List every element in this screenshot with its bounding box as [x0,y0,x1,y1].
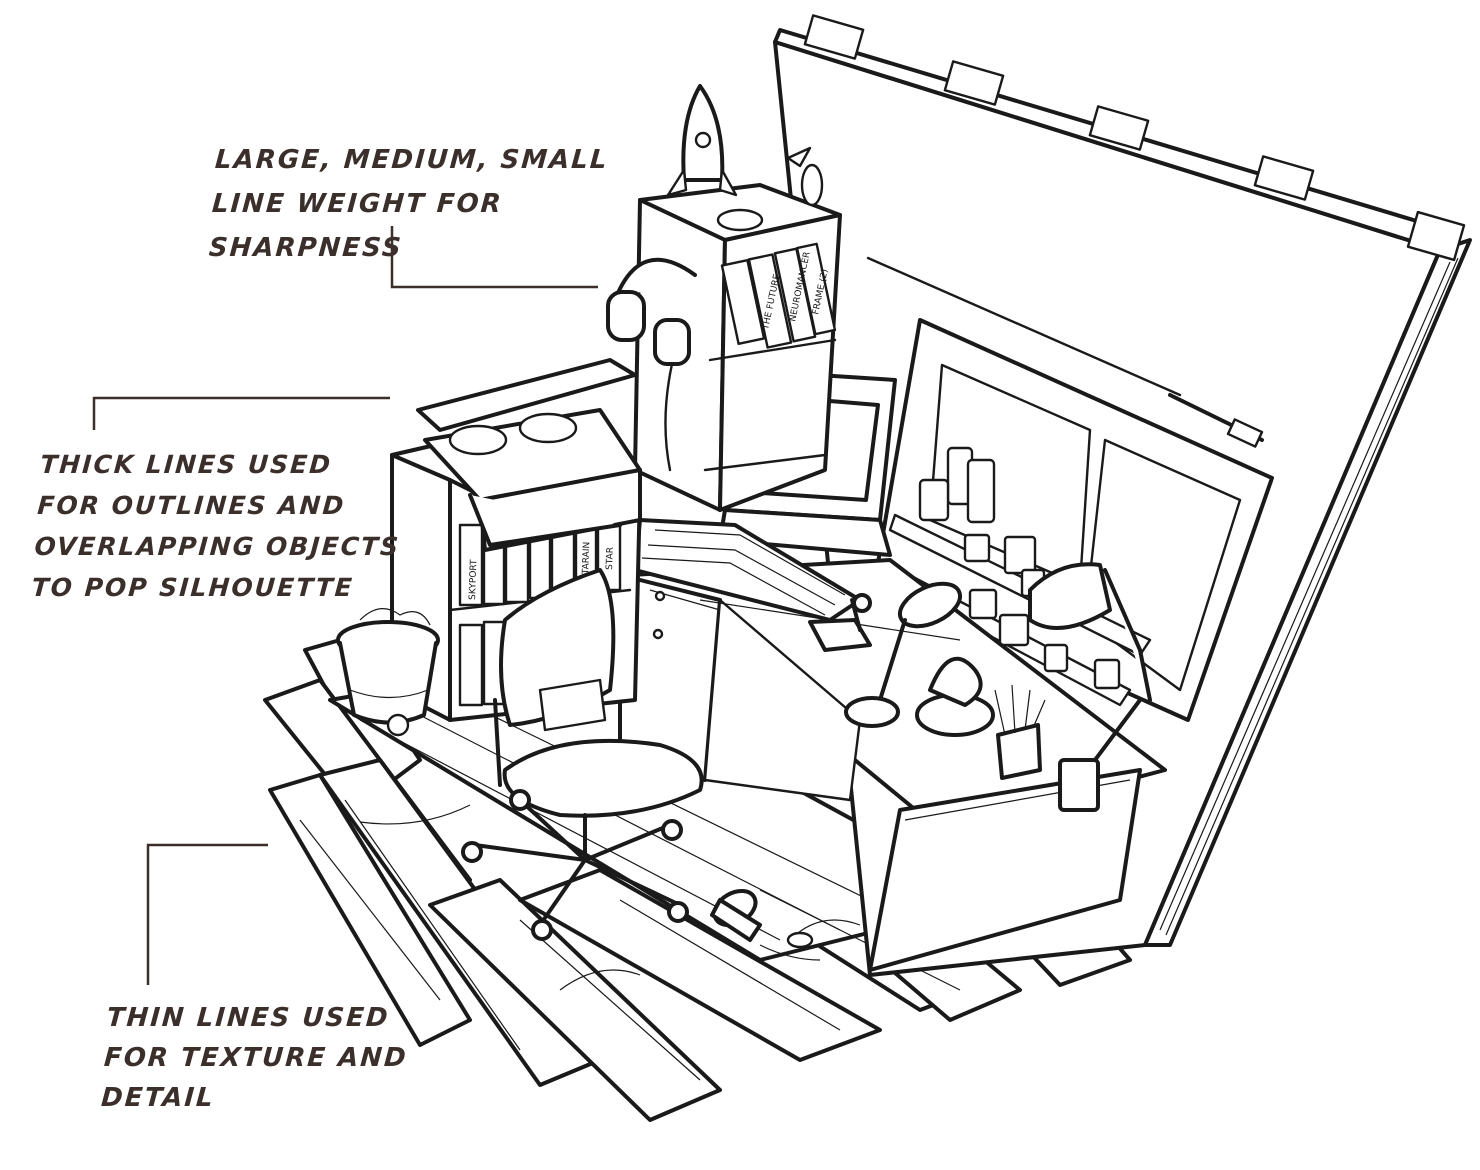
headphones [606,257,697,472]
small-figures [716,146,824,232]
annotation-line: for texture and [102,1043,409,1073]
leader-thin-lines [146,843,268,985]
tall-bookshelf: THE FUTURE NEUROMANCER FRAME (2) [633,183,842,512]
spilled-paint-pot [710,888,821,961]
annotation-line: detail [100,1083,216,1113]
brush-cup [994,684,1046,780]
magnifier-lamp [844,581,962,728]
rocket-toy [666,84,738,197]
book-spine-starain: STARAIN [581,542,592,580]
annotation-line: to pop silhouette [30,573,355,602]
annotation-line: Thick lines used [39,450,334,479]
leader-thick-lines [92,396,390,430]
desk-lamp [1028,562,1152,812]
figurine [915,656,995,737]
book-spine-skyport: SKYPORT [468,559,479,600]
annotation-thick-lines: Thick lines used for outlines and overla… [30,444,407,608]
book-spine-star: STAR [605,547,616,570]
annotation-line: line weight for [210,189,504,219]
annotation-line: Thin lines used [105,1003,391,1033]
annotation-thin-lines: Thin lines used for texture and detail [100,998,412,1118]
tape-deck [416,358,642,552]
annotation-line: Large, Medium, Small [214,145,610,175]
leader-line-weight [390,226,598,289]
annotation-line: for outlines and [36,491,347,520]
curtain-rod [866,256,1264,448]
annotation-line: overlapping objects [33,532,402,561]
trash-bin [336,608,440,737]
annotation-line-weight: Large, Medium, Small line weight for sha… [207,138,610,270]
annotation-line: sharpness [207,233,404,263]
office-chair [461,568,704,941]
